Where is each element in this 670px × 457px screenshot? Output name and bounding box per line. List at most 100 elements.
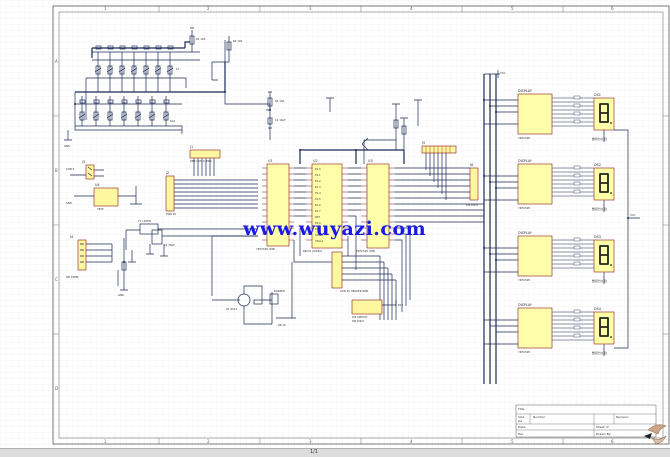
svg-text:VCC: VCC (630, 213, 636, 217)
svg-text:7805: 7805 (97, 207, 104, 211)
svg-text:U3: U3 (368, 159, 373, 163)
svg-text:U4: U4 (95, 183, 100, 187)
zone-markers: 1 2 3 4 5 6 1 2 3 4 5 6 A B C D (55, 6, 614, 444)
svg-text:4: 4 (410, 439, 413, 444)
svg-text:Title: Title (517, 407, 525, 411)
svg-text:Date:: Date: (518, 425, 526, 429)
seven-segment-display-1 (593, 97, 615, 131)
svg-text:P1.2: P1.2 (315, 179, 321, 183)
svg-text:DISPLAY: DISPLAY (518, 231, 533, 235)
svg-text:R1 10K: R1 10K (196, 37, 206, 41)
svg-text:GND: GND (64, 144, 70, 148)
svg-text:P1.1: P1.1 (315, 173, 321, 177)
transistor-driver[interactable]: BUZZER Q1 9012 R8 1K (212, 262, 296, 327)
svg-text:CON 4: CON 4 (66, 167, 75, 171)
digit-module-4[interactable]: DISPLAY 74HC595 DS4 数码管(共阳) (517, 303, 615, 355)
svg-text:Sheet of: Sheet of (596, 425, 609, 429)
connector-j5[interactable]: J5 (421, 141, 457, 200)
svg-text:1: 1 (104, 439, 107, 444)
svg-text:6: 6 (611, 6, 614, 11)
chip-u2-mcu[interactable]: U2 89C51 (DIP40) P1.0P1.1P1.2 P1.3P1.4P1… (303, 159, 348, 253)
svg-text:数码管(共阳): 数码管(共阳) (592, 207, 607, 211)
svg-text:SW DIP-8: SW DIP-8 (352, 319, 364, 323)
svg-text:6: 6 (611, 439, 614, 444)
svg-text:R8 1K: R8 1K (278, 323, 286, 327)
svg-text:DS2: DS2 (594, 163, 601, 167)
svg-text:74HC595: 74HC595 (518, 350, 530, 354)
svg-text:A: A (55, 59, 58, 64)
svg-text:J5: J5 (421, 141, 425, 145)
svg-text:C1 10uF: C1 10uF (275, 118, 286, 122)
svg-text:5: 5 (511, 439, 514, 444)
svg-text:VCC: VCC (500, 71, 506, 75)
svg-text:D: D (55, 386, 58, 391)
svg-text:74HC595: 74HC595 (518, 136, 530, 140)
svg-text:K14: K14 (170, 119, 175, 123)
svg-text:K7: K7 (176, 67, 180, 71)
keypad-matrix[interactable]: K7 K14 GND (64, 41, 226, 148)
svg-text:3: 3 (309, 439, 312, 444)
svg-text:89C51 (DIP40): 89C51 (DIP40) (303, 249, 322, 253)
svg-text:DISPLAY: DISPLAY (518, 89, 533, 93)
chip-u1[interactable]: U1 74HC595 (DIP) (256, 159, 294, 251)
connector-j2[interactable]: J2 PWR 9V (165, 171, 258, 216)
svg-text:DB9 COM 6 PINS: DB9 COM 6 PINS (190, 159, 212, 163)
crystal-circuit[interactable]: Y1 12MHz C2 30pF (125, 219, 258, 263)
svg-text:R12: R12 (398, 303, 403, 307)
svg-text:P1.3: P1.3 (315, 185, 321, 189)
svg-text:2: 2 (207, 6, 210, 11)
svg-text:R3 10K: R3 10K (275, 99, 285, 103)
svg-text:P3.0: P3.0 (315, 221, 321, 225)
svg-text:Drawn By:: Drawn By: (596, 432, 611, 436)
svg-text:C2 30pF: C2 30pF (164, 243, 175, 247)
display-driver-header[interactable]: CON 10 HEADER 8PIN SW DIP-8 DIP SWITCH R… (331, 251, 403, 323)
svg-text:DS1: DS1 (594, 93, 601, 97)
svg-text:J6: J6 (469, 163, 473, 167)
title-block[interactable]: Title Size A4 Number Revision Date: File… (515, 404, 657, 438)
svg-text:DS4: DS4 (594, 307, 601, 311)
bird-logo-icon (644, 424, 667, 445)
svg-text:74HC595: 74HC595 (518, 278, 530, 282)
svg-text:J2: J2 (165, 171, 169, 175)
svg-text:B: B (55, 168, 58, 173)
svg-text:PWR 9V: PWR 9V (166, 212, 176, 216)
svg-text:74HC595 (DIP): 74HC595 (DIP) (256, 247, 275, 251)
status-bar: 1/1 (0, 448, 670, 457)
digit-module-2[interactable]: DISPLAY 74HC595 DS2 数码管(共阳) (517, 159, 615, 211)
svg-text:1: 1 (104, 6, 107, 11)
svg-text:DS3: DS3 (594, 235, 601, 239)
svg-text:P1.0: P1.0 (315, 167, 321, 171)
svg-text:P1.7: P1.7 (315, 209, 321, 213)
svg-text:DISPLAY: DISPLAY (518, 303, 533, 307)
svg-text:J1: J1 (189, 145, 193, 149)
svg-text:P1.6: P1.6 (315, 203, 321, 207)
seven-segment-display-3 (593, 239, 615, 273)
connector-j3[interactable]: J3 CON 4 (66, 160, 104, 180)
svg-text:P1.4: P1.4 (315, 191, 321, 195)
svg-text:DISPLAY: DISPLAY (518, 159, 533, 163)
svg-text:4: 4 (410, 6, 413, 11)
svg-text:P3.1: P3.1 (315, 227, 321, 231)
svg-text:P1.5: P1.5 (315, 197, 321, 201)
display-power-bus: VCC (483, 70, 518, 384)
svg-text:Y1 12MHz: Y1 12MHz (138, 219, 152, 223)
svg-text:RST: RST (315, 215, 320, 219)
svg-text:数码管(共阳): 数码管(共阳) (592, 137, 607, 141)
svg-text:数码管(共阳): 数码管(共阳) (592, 351, 607, 355)
svg-text:A4: A4 (518, 419, 522, 423)
svg-text:J3: J3 (81, 160, 85, 164)
watermark-text: www.wuyazi.com (242, 218, 426, 240)
connector-j6[interactable]: J6 SW DIP-8 (466, 163, 479, 207)
svg-text:BUZZER: BUZZER (274, 289, 285, 293)
chip-u3[interactable]: U3 74HC595 (DIP) (356, 159, 395, 253)
connector-j1[interactable]: J1 DB9 COM 6 PINS (189, 145, 221, 176)
svg-text:3: 3 (309, 6, 312, 11)
digit-module-3[interactable]: DISPLAY 74HC595 DS3 数码管(共阳) (517, 231, 615, 283)
svg-text:SW DIP-8: SW DIP-8 (466, 203, 478, 207)
display-output-wires: VCC (603, 129, 640, 356)
connector-j4[interactable]: J4 SPI 10PIN GND (66, 235, 128, 297)
digit-module-1[interactable]: DISPLAY 74HC595 DS1 数码管(共阳) (517, 89, 615, 141)
power-regulator[interactable]: U4 7805 GND (66, 183, 142, 211)
svg-text:GND: GND (118, 293, 124, 297)
